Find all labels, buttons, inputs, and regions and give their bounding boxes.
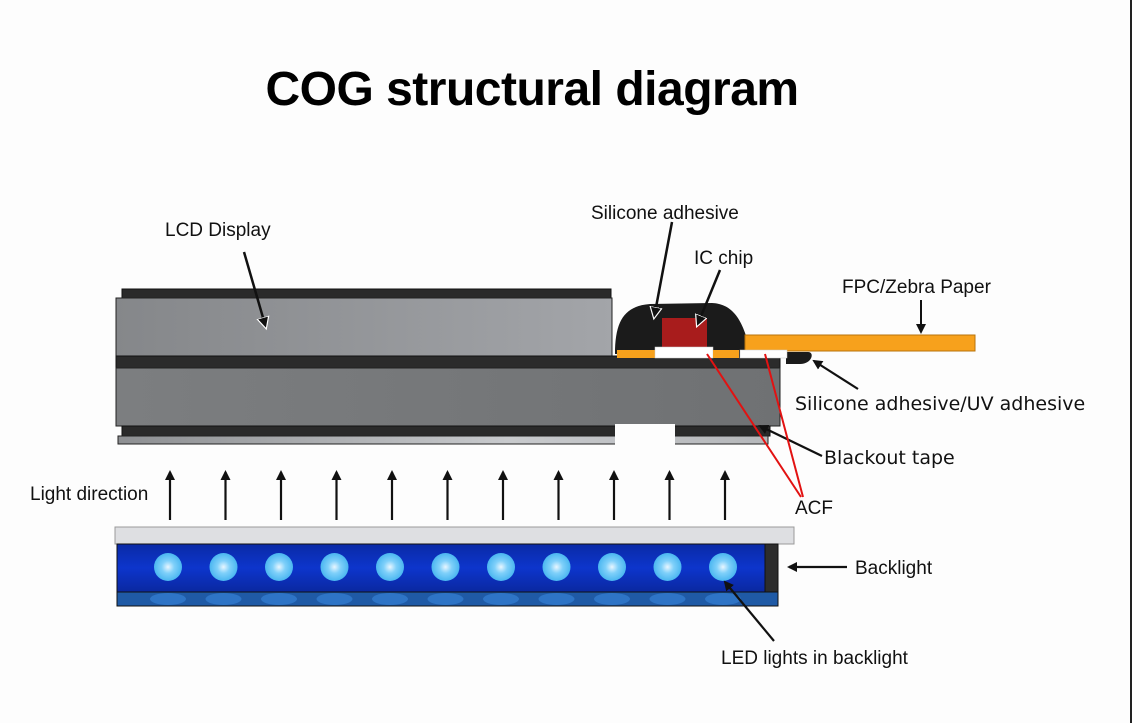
- top-glass: [115, 297, 613, 357]
- led-light: [431, 553, 460, 581]
- backlight-unit: [114, 526, 795, 607]
- led-light: [376, 553, 404, 581]
- lcd-panel: [115, 288, 781, 450]
- label-led-lights: LED lights in backlight: [721, 648, 909, 669]
- label-silicone-adhesive: Silicone adhesive: [591, 203, 739, 224]
- acf-leader-1: [706, 353, 802, 498]
- led-glow: [372, 593, 408, 605]
- led-arrow: [723, 580, 775, 642]
- led-light: [265, 553, 293, 581]
- led-light: [487, 553, 515, 581]
- led-light: [653, 553, 682, 581]
- fpc-strip: [744, 334, 976, 352]
- led-light: [542, 553, 571, 581]
- led-light: [209, 553, 238, 581]
- led-glow: [316, 593, 353, 605]
- diffuser-plate: [114, 526, 795, 545]
- led-glow: [150, 593, 186, 605]
- label-blackout-tape: Blackout tape: [824, 447, 955, 469]
- led-glow: [705, 593, 741, 605]
- bottom-polarizer: [117, 435, 769, 445]
- acf-pad-left: [617, 350, 655, 358]
- led-light: [709, 553, 737, 581]
- light-arrows-group: [165, 470, 730, 520]
- led-glow: [261, 593, 297, 605]
- base-glow-group: [150, 593, 741, 605]
- uv-adhesive-bead: [786, 352, 812, 364]
- ic-chip: [662, 318, 707, 350]
- label-backlight: Backlight: [855, 558, 933, 579]
- led-light: [154, 553, 182, 581]
- cog-assembly: [615, 303, 976, 364]
- label-fpc: FPC/Zebra Paper: [842, 277, 992, 298]
- label-lcd-display: LCD Display: [165, 220, 271, 241]
- tape-gap: [615, 424, 675, 450]
- lcd-display-arrow: [242, 251, 266, 328]
- label-acf: ACF: [795, 498, 833, 519]
- acf-pad-mid: [713, 350, 739, 358]
- label-ic-chip: IC chip: [694, 248, 753, 269]
- led-glow: [649, 593, 686, 605]
- backlight-frame-right: [764, 543, 779, 593]
- led-glow: [205, 593, 242, 605]
- led-light: [598, 553, 626, 581]
- bottom-glass: [115, 367, 781, 427]
- acf-leader-2: [764, 353, 804, 498]
- led-glow: [483, 593, 519, 605]
- led-group: [154, 553, 737, 581]
- led-glow: [538, 593, 575, 605]
- led-glow: [427, 593, 464, 605]
- acf-white-1: [654, 346, 714, 359]
- blackout-tape-arrow: [758, 424, 823, 457]
- label-light-direction: Light direction: [30, 484, 148, 505]
- acf-white-2: [739, 349, 788, 359]
- diagram-title: COG structural diagram: [265, 63, 799, 116]
- silicone-uv-arrow: [812, 359, 859, 390]
- frame-border: [1130, 0, 1132, 723]
- led-light: [320, 553, 349, 581]
- ic-chip-arrow: [697, 269, 722, 326]
- label-silicone-uv: Silicone adhesive/UV adhesive: [795, 393, 1085, 415]
- led-glow: [594, 593, 630, 605]
- silicone-adhesive-arrow: [654, 221, 674, 318]
